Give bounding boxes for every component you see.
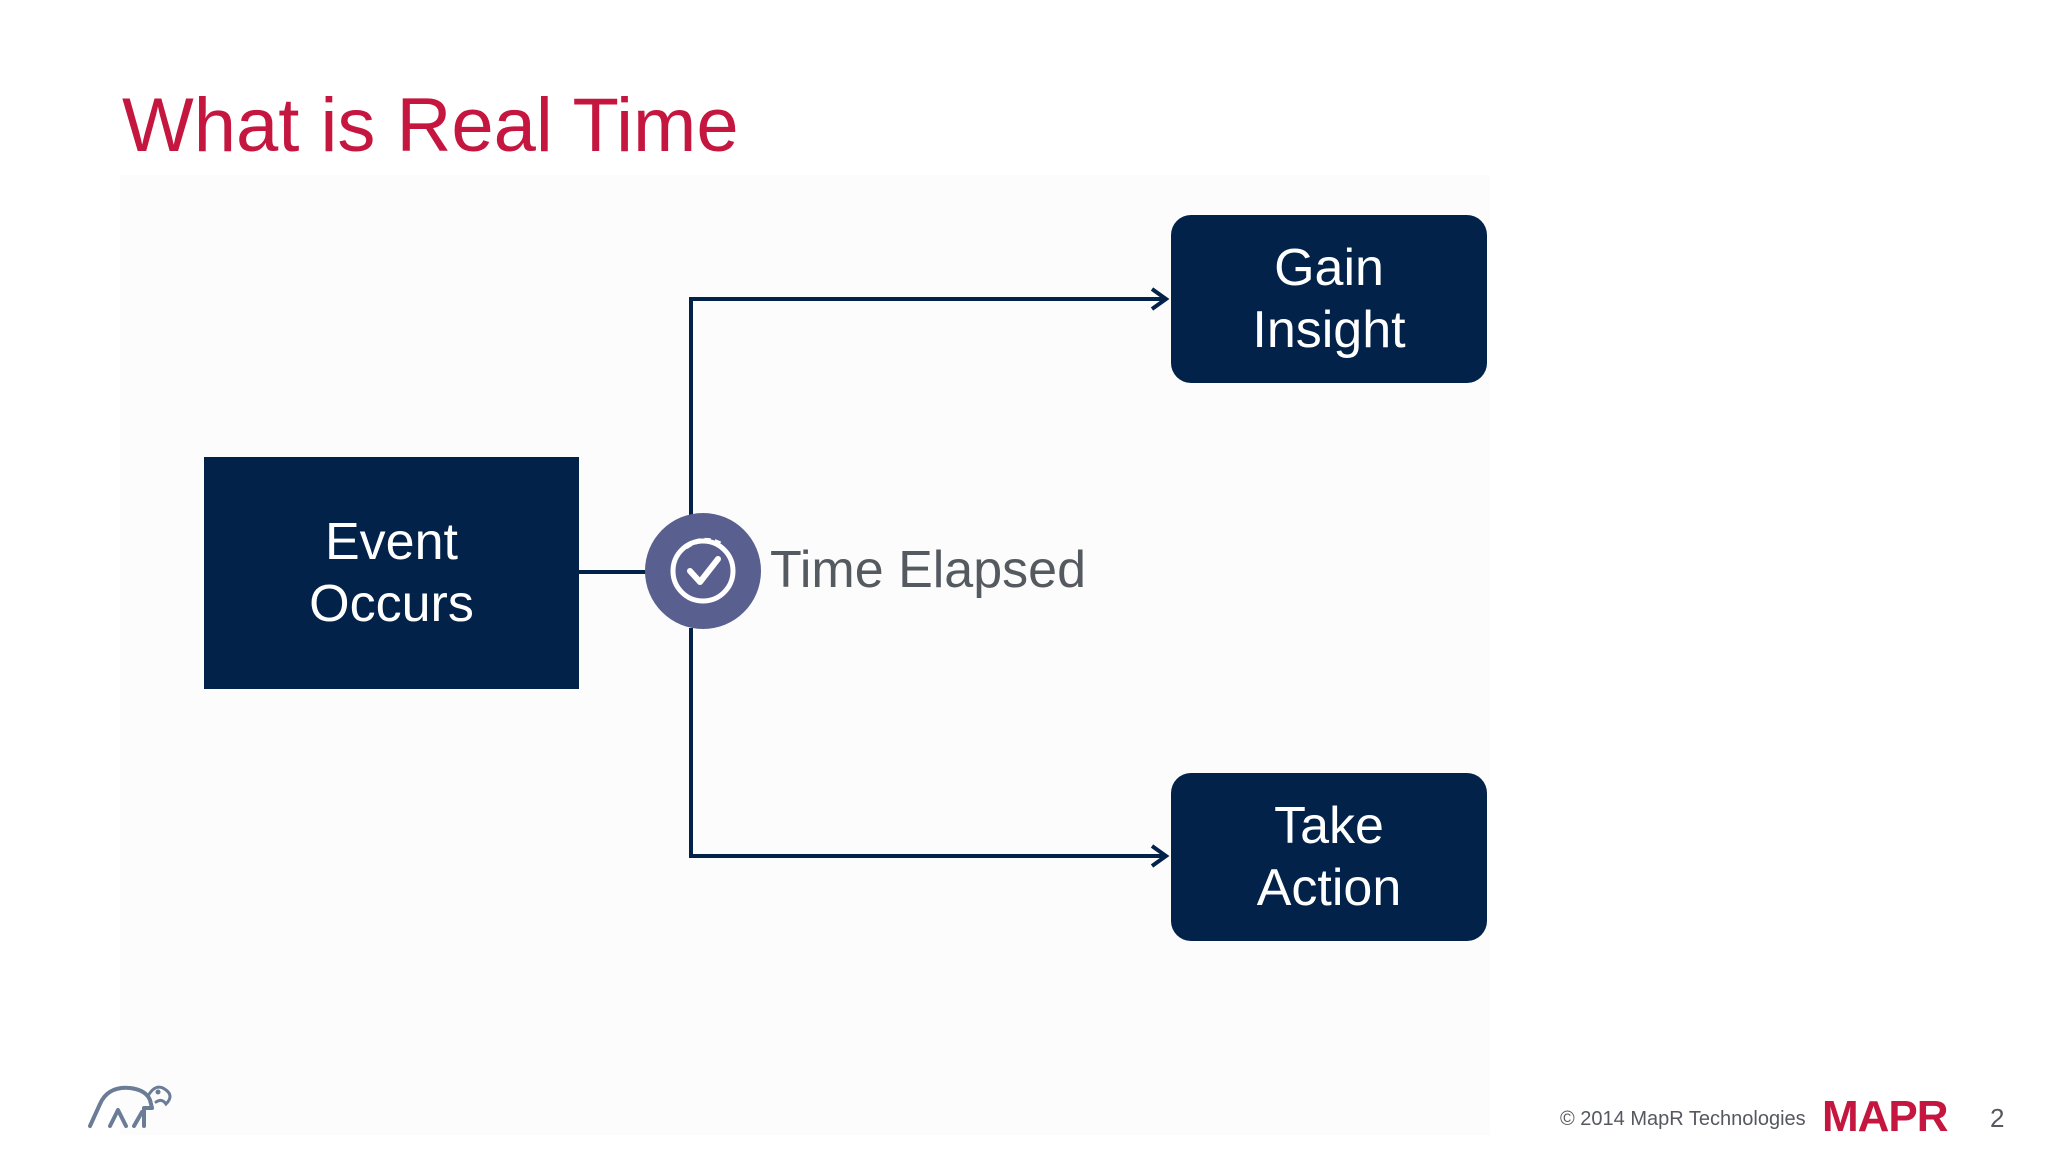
elephant-logo-icon — [88, 1085, 172, 1128]
take-action-box: Take Action — [1171, 773, 1487, 941]
gain-insight-box: Gain Insight — [1171, 215, 1487, 383]
event-occurs-label: Event Occurs — [309, 513, 474, 633]
copyright-text: © 2014 MapR Technologies — [1560, 1108, 1806, 1130]
event-occurs-box: Event Occurs — [204, 457, 579, 689]
time-elapsed-label: Time Elapsed — [770, 541, 1086, 599]
slide-title: What is Real Time — [122, 83, 739, 168]
upper-branch-line — [689, 297, 1166, 515]
clock-check-icon — [645, 513, 761, 629]
lower-branch-line — [689, 628, 1166, 858]
gain-insight-label: Gain Insight — [1252, 239, 1406, 359]
lower-arrowhead — [1150, 844, 1170, 868]
upper-arrowhead — [1150, 287, 1170, 311]
page-number: 2 — [1990, 1103, 2005, 1133]
take-action-label: Take Action — [1256, 797, 1402, 917]
mapr-logo: MAPR — [1822, 1092, 1949, 1141]
